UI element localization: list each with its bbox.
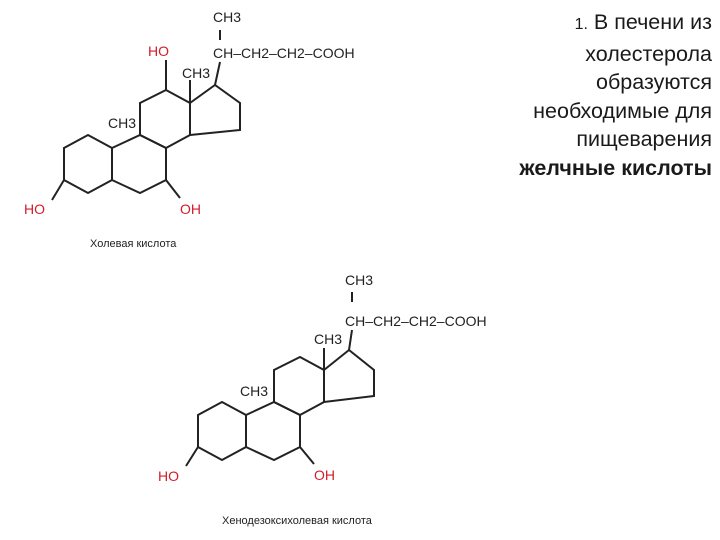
statement-line-5: пищеварения — [576, 127, 712, 151]
cheno-oh-c3-label: HO — [158, 468, 179, 484]
cheno-side-chain-label: CH–CH2–CH2–COOH — [345, 313, 487, 329]
chenodeoxycholic-acid-bonds — [185, 292, 375, 467]
slide-statement: 1.В печени из холестерола образуются нео… — [382, 8, 712, 182]
statement-number: 1. — [574, 16, 588, 33]
statement-line-6: желчные кислоты — [519, 155, 712, 180]
cholic-ch3-c18-label: CH3 — [182, 65, 210, 81]
cholic-acid-bonds — [51, 30, 241, 201]
cholic-oh-c3-label: HO — [24, 201, 45, 217]
cheno-ch3-top-label: CH3 — [345, 272, 373, 288]
cheno-ch3-c19-label: CH3 — [240, 383, 268, 399]
cholic-ch3-top-label: CH3 — [213, 9, 241, 25]
cheno-oh-c7-label: OH — [314, 467, 335, 483]
cholic-acid-structure: CH3 CH–CH2–CH2–COOH CH3 CH3 HO HO OH Хол… — [24, 9, 355, 250]
statement-line-2: холестерола — [585, 41, 712, 66]
cholic-acid-caption: Холевая кислота — [90, 238, 177, 250]
chenodeoxycholic-acid-structure: CH3 CH–CH2–CH2–COOH CH3 CH3 HO OH Хеноде… — [158, 272, 487, 527]
cholic-side-chain-label: CH–CH2–CH2–COOH — [213, 45, 355, 61]
cholic-ch3-c19-label: CH3 — [108, 115, 136, 131]
statement-line-1: 1.В печени из — [574, 10, 712, 34]
cheno-ch3-c18-label: CH3 — [314, 331, 342, 347]
statement-line-3: образуются — [596, 70, 712, 94]
statement-line-4: необходимые для — [533, 98, 712, 123]
chenodeoxycholic-acid-caption: Хенодезоксихолевая кислота — [222, 515, 373, 527]
cholic-oh-c12-label: HO — [148, 43, 169, 59]
cholic-oh-c7-label: OH — [180, 201, 201, 217]
